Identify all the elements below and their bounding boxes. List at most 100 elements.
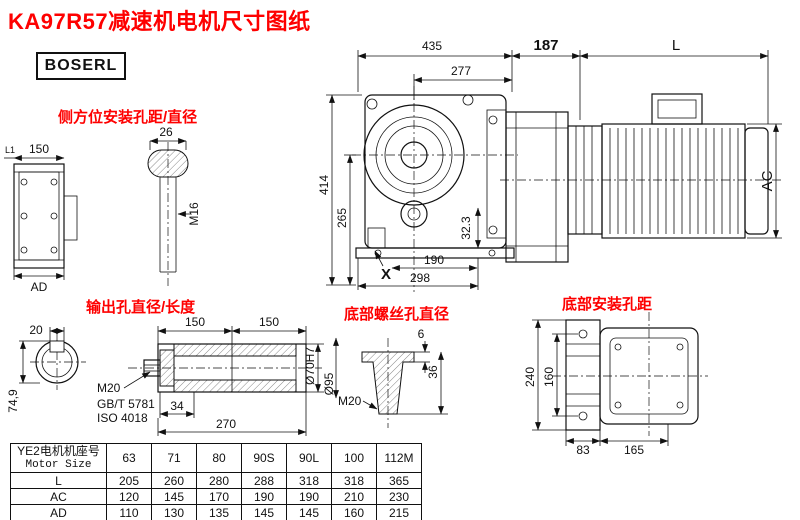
dim-150-side: 150 <box>29 142 49 156</box>
keyway-notch <box>49 340 65 353</box>
mounting-base <box>355 247 515 259</box>
dim-34: 34 <box>170 399 184 413</box>
dim-83: 83 <box>576 443 590 457</box>
table-header-row: YE2电机机座号 Motor Size 63 71 80 90S 90L 100… <box>10 443 422 473</box>
dim-d95: Ø95 <box>322 372 336 395</box>
table-cell: 190 <box>286 488 332 505</box>
table-cell: 160 <box>331 504 377 520</box>
table-cell: 210 <box>331 488 377 505</box>
terminal-box <box>651 93 703 125</box>
main-view-dimensions: 435 277 414 265 32.3 X 190 <box>317 39 513 290</box>
frame-size-90l: 90L <box>286 443 332 473</box>
dim-265: 265 <box>335 208 349 228</box>
dim-414: 414 <box>317 175 331 195</box>
table-cell: 318 <box>331 472 377 489</box>
table-cell: 288 <box>241 472 287 489</box>
dim-20: 20 <box>29 323 43 337</box>
dim-150b: 150 <box>259 315 279 329</box>
dim-26: 26 <box>159 125 173 139</box>
x-detail-box <box>367 227 386 249</box>
table-cell: 318 <box>286 472 332 489</box>
shaft-tap-detail: 26 M16 <box>147 125 201 286</box>
table-cell: 120 <box>106 488 152 505</box>
row-label: AD <box>10 504 107 520</box>
fan-cowl <box>744 127 769 235</box>
frame-size-100: 100 <box>331 443 377 473</box>
motor-side-view: 187 L AC <box>500 37 782 263</box>
table-header-cell: YE2电机机座号 Motor Size <box>10 443 107 473</box>
table-cell: 145 <box>241 504 287 520</box>
table-cell: 170 <box>196 488 242 505</box>
dim-x: X <box>381 266 391 283</box>
dim-6: 6 <box>418 327 425 341</box>
output-shaft-view: 20 74,9 150 150 <box>6 315 339 436</box>
label-bottom-mount: 底部安装孔距 <box>562 296 653 313</box>
base-plate <box>599 327 699 425</box>
table-cell: 365 <box>376 472 422 489</box>
table-cell: 145 <box>286 504 332 520</box>
motor-size-table: YE2电机机座号 Motor Size 63 71 80 90S 90L 100… <box>10 443 422 520</box>
dim-36: 36 <box>426 365 440 379</box>
bottom-mount-view: 240 160 83 165 <box>523 312 708 457</box>
retaining-bolt <box>143 359 161 377</box>
table-cell: 230 <box>376 488 422 505</box>
dim-L1: L1 <box>5 145 15 155</box>
dim-270: 270 <box>216 417 236 431</box>
label-bottom-screw: 底部螺丝孔直径 <box>344 306 450 323</box>
dim-240: 240 <box>523 367 537 387</box>
dim-M20-screw: M20 <box>338 394 362 408</box>
side-mount-plate <box>13 163 65 269</box>
motor-cooling-fins <box>609 128 739 234</box>
frame-size-71: 71 <box>151 443 197 473</box>
dim-L: L <box>672 37 680 54</box>
keyway-capsule <box>147 149 189 178</box>
table-header-cn: YE2电机机座号 <box>17 444 100 458</box>
table-row-AD: AD 110 130 135 145 145 160 215 <box>10 504 422 520</box>
side-mount-view: L1 150 AD <box>4 142 78 294</box>
dim-298: 298 <box>410 271 430 285</box>
motor-body <box>601 123 746 239</box>
gearbox-housing <box>364 94 507 249</box>
table-header-en: Motor Size <box>25 459 92 471</box>
dim-M20-output: M20 <box>97 381 121 395</box>
frame-size-112m: 112M <box>376 443 422 473</box>
dim-32-3: 32.3 <box>459 216 473 240</box>
dim-165: 165 <box>624 443 644 457</box>
table-cell: 130 <box>151 504 197 520</box>
table-row-L: L 205 260 280 288 318 318 365 <box>10 472 422 489</box>
page-title: KA97R57减速机电机尺寸图纸 <box>8 9 311 34</box>
std-gbt: GB/T 5781 <box>97 397 155 411</box>
dim-M16: M16 <box>187 202 201 226</box>
foot-flange-strip <box>565 319 601 431</box>
dim-AC: AC <box>759 170 776 191</box>
bottom-screw-view: 6 36 M20 <box>338 327 448 428</box>
table-cell: 205 <box>106 472 152 489</box>
dim-160: 160 <box>542 367 556 387</box>
frame-size-63: 63 <box>106 443 152 473</box>
row-label: L <box>10 472 107 489</box>
dim-277: 277 <box>451 64 471 78</box>
brand-logo: BOSERL <box>36 52 126 80</box>
label-side-mount: 侧方位安装孔距/直径 <box>58 109 198 126</box>
table-cell: 260 <box>151 472 197 489</box>
dim-74-9: 74,9 <box>6 389 20 413</box>
table-row-AC: AC 120 145 170 190 190 210 230 <box>10 488 422 505</box>
gearbox-side-profile <box>505 111 569 263</box>
frame-size-80: 80 <box>196 443 242 473</box>
dim-150a: 150 <box>185 315 205 329</box>
frame-size-90s: 90S <box>241 443 287 473</box>
dim-AD-side: AD <box>31 280 48 294</box>
std-iso: ISO 4018 <box>97 411 148 425</box>
table-cell: 145 <box>151 488 197 505</box>
table-cell: 135 <box>196 504 242 520</box>
dim-190: 190 <box>424 253 444 267</box>
table-cell: 215 <box>376 504 422 520</box>
dim-d70h7: Ø70H7 <box>303 347 317 385</box>
dim-435: 435 <box>422 39 442 53</box>
gear-boss-circle <box>363 104 465 206</box>
label-output-hole: 输出孔直径/长度 <box>86 299 196 316</box>
table-cell: 190 <box>241 488 287 505</box>
dim-187: 187 <box>533 37 558 54</box>
